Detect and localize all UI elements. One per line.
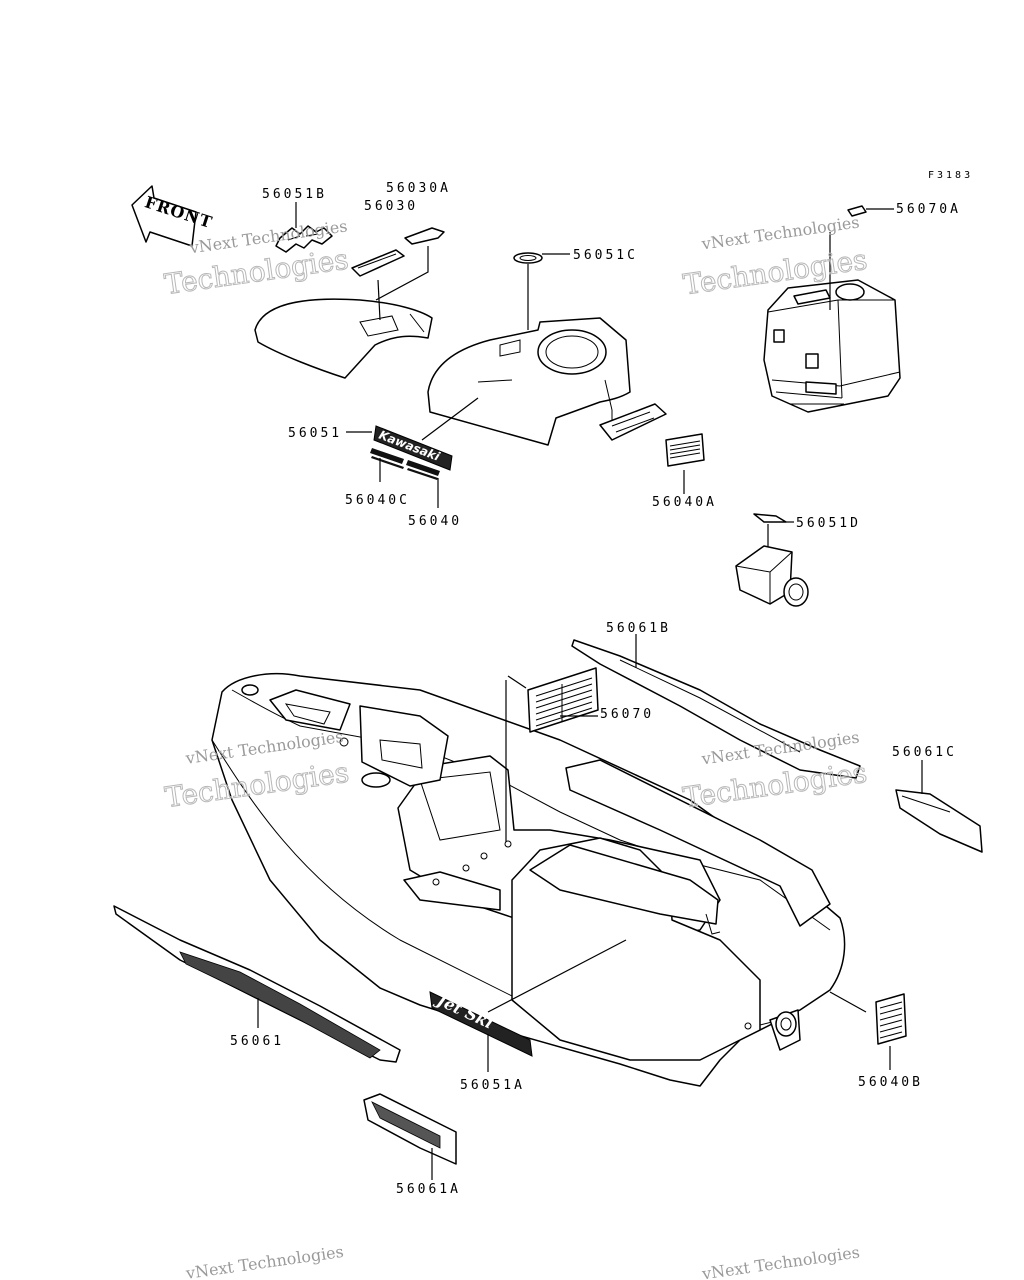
decal-56040B [875,993,907,1045]
decal-56051C [513,252,543,264]
figure-code: F3183 [928,170,973,181]
label-56030: 56030 [364,199,418,214]
label-56040A: 56040A [652,495,717,510]
seat [254,298,433,379]
label-56040: 56040 [408,514,462,529]
label-56040C: 56040C [345,493,410,508]
watermark-mid-right: vNext Technologies Technologies [680,727,869,814]
decal-56030A [404,227,445,245]
hull [211,673,846,1087]
label-56061: 56061 [230,1034,284,1049]
label-56061C: 56061C [892,745,957,760]
decal-56040C [370,448,404,469]
decal-56040A [665,433,705,467]
decal-56061C [895,789,983,853]
label-56051: 56051 [288,426,342,441]
svg-text:vNext Technologies: vNext Technologies [700,1242,861,1280]
decal-56070 [527,667,599,733]
label-56040B: 56040B [858,1075,923,1090]
label-56051A: 56051A [460,1078,525,1093]
label-56061A: 56061A [396,1182,461,1197]
watermark-bottom-right: vNext Technologies [700,1242,861,1280]
rear-plate [599,403,667,441]
label-56070: 56070 [600,707,654,722]
label-56070A: 56070A [896,202,961,217]
label-56061B: 56061B [606,621,671,636]
air-box [735,545,809,607]
watermark-bottom-left: vNext Technologies [184,1242,345,1280]
decal-56051D [753,513,787,523]
label-56051C: 56051C [573,248,638,263]
engine-hood [427,317,631,446]
svg-text:vNext Technologies: vNext Technologies [184,1242,345,1280]
decal-56030 [351,249,405,277]
decal-56061B [571,639,861,779]
storage-bin [763,279,901,413]
decal-56051B [275,225,333,253]
label-56030A: 56030A [386,181,451,196]
decal-56040 [406,460,440,480]
label-56051B: 56051B [262,187,327,202]
decal-56070A [847,205,867,217]
decal-56061A [363,1093,457,1165]
decal-56061 [113,905,401,1063]
label-56051D: 56051D [796,516,861,531]
